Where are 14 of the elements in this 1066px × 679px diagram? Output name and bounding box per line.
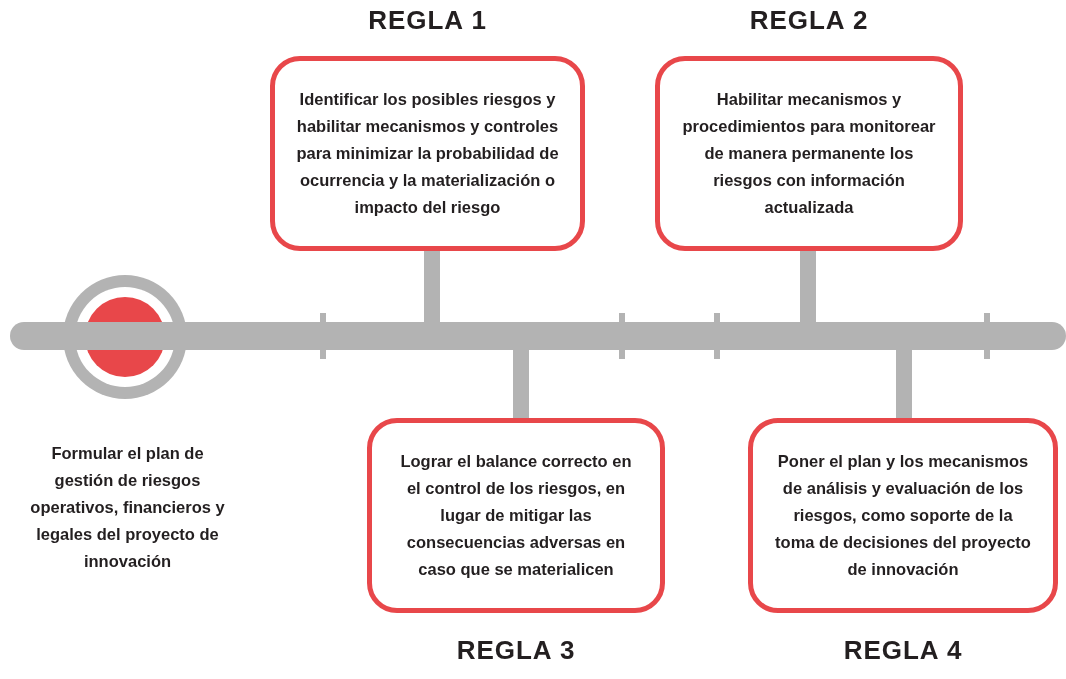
rule-heading: REGLA 2	[749, 5, 869, 36]
timeline-bar	[10, 322, 1066, 350]
connector-stub	[896, 350, 912, 418]
rule-description: Lograr el balance correcto en el control de los riesgos, en lugar de mitigar las consecuencias adversas en caso que se materialicen	[399, 451, 633, 580]
caption-text: Formular el plan de gestión de riesgos operativos, financieros y legales del proyecto de innovación	[29, 443, 226, 572]
rule-heading: REGLA 3	[456, 635, 576, 666]
rule-description: Poner el plan y los mecanismos de análisis y evaluación de los riesgos, como soporte de la toma de decisiones del proyecto de innovación	[774, 451, 1032, 580]
rule-description: Identificar los posibles riesgos y habilitar mecanismos y controles para minimizar la probabilidad de ocurrencia y la materialización o impacto del riesgo	[295, 89, 560, 218]
rule-description: Habilitar mecanismos y procedimientos para monitorear de manera permanente los riesgos con información actualizada	[681, 89, 937, 218]
connector-stub	[424, 251, 440, 322]
connector-stub	[800, 251, 816, 322]
rule-heading: REGLA 1	[368, 5, 487, 36]
rule-heading: REGLA 4	[843, 635, 963, 666]
connector-stub	[513, 350, 529, 418]
